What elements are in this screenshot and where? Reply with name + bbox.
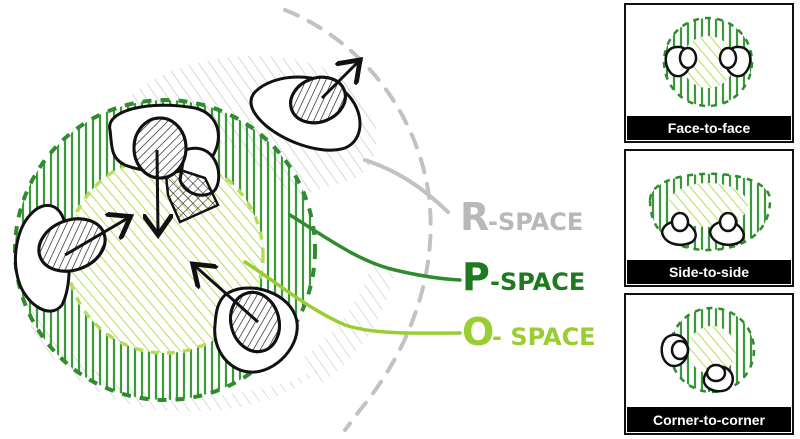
panel-caption: Corner-to-corner bbox=[653, 412, 766, 428]
r-space-leader bbox=[363, 158, 450, 214]
p-space-label: P -SPACE bbox=[462, 255, 585, 299]
panel-side-to-side: Side-to-side bbox=[624, 149, 794, 287]
panel-caption-bar bbox=[627, 260, 791, 284]
person-top bbox=[108, 103, 221, 232]
p-space-leader bbox=[288, 213, 462, 282]
person-bottom bbox=[195, 266, 299, 374]
o-space-label: O - SPACE bbox=[462, 310, 596, 354]
panel-caption-bar bbox=[627, 407, 791, 432]
panel-face-to-face: Face-to-face bbox=[624, 3, 794, 143]
o-space-letter: O bbox=[462, 310, 494, 354]
p-space-letter: P bbox=[462, 255, 490, 299]
person-left bbox=[13, 203, 128, 313]
person-outside bbox=[249, 62, 360, 152]
r-space-letter: R bbox=[460, 195, 489, 239]
o-space-suffix: - SPACE bbox=[492, 323, 596, 351]
panel-caption: Side-to-side bbox=[669, 264, 749, 280]
o-space-leader bbox=[243, 260, 462, 335]
r-space-suffix: -SPACE bbox=[488, 208, 583, 236]
r-space-label: R -SPACE bbox=[460, 195, 583, 239]
p-space-suffix: -SPACE bbox=[490, 268, 585, 296]
panel-corner-to-corner: Corner-to-corner bbox=[624, 293, 794, 435]
r-space-boundary bbox=[283, 8, 433, 432]
panel-caption: Face-to-face bbox=[668, 120, 751, 136]
panel-caption-bar bbox=[627, 116, 791, 140]
